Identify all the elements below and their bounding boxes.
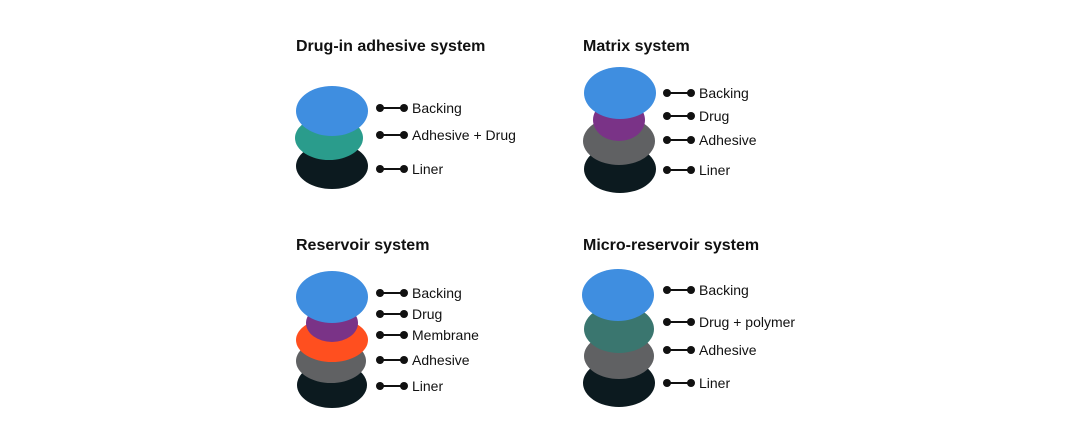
panel-micro-reservoir: Micro-reservoir system Backing Drug + po… (582, 237, 863, 412)
connector-icon (376, 381, 408, 391)
connector-icon (663, 111, 695, 121)
layer-backing (296, 271, 368, 323)
layer-label: Backing (699, 85, 749, 101)
layer-label: Drug (412, 306, 443, 322)
layer-label: Adhesive + Drug (412, 127, 516, 143)
connector-icon (376, 130, 408, 140)
panel-title: Matrix system (583, 38, 690, 55)
connector-icon (376, 288, 408, 298)
panel-title: Micro-reservoir system (583, 237, 760, 254)
layer-stack (295, 86, 368, 189)
connector-icon (376, 164, 408, 174)
layer-label: Backing (412, 100, 462, 116)
connector-icon (663, 317, 695, 327)
layer-backing (296, 86, 368, 136)
layer-label: Adhesive (699, 342, 757, 358)
panel-title: Drug-in adhesive system (296, 38, 486, 55)
connector-icon (376, 330, 408, 340)
layer-label: Drug (699, 108, 730, 124)
connector-icon (376, 309, 408, 319)
connector-icon (663, 165, 695, 175)
layer-label: Backing (412, 285, 462, 301)
layer-stack (582, 269, 655, 407)
connector-icon (663, 135, 695, 145)
connector-icon (376, 103, 408, 113)
layer-label: Liner (699, 162, 731, 178)
connector-icon (663, 378, 695, 388)
layer-label: Adhesive (412, 352, 470, 368)
layer-label: Adhesive (699, 132, 757, 148)
layer-label: Liner (699, 375, 731, 391)
connector-icon (663, 88, 695, 98)
layer-label: Backing (699, 282, 749, 298)
connector-icon (663, 345, 695, 355)
panel-drug-in-adhesive: Drug-in adhesive system Backing Adhesive… (295, 38, 556, 198)
layer-label: Membrane (412, 327, 479, 343)
panel-reservoir: Reservoir system Backing Drug Membrane A… (296, 237, 556, 412)
layer-backing (584, 67, 656, 119)
layer-label: Liner (412, 378, 444, 394)
panel-title: Reservoir system (296, 237, 430, 254)
layer-backing (582, 269, 654, 321)
layer-label: Drug + polymer (699, 314, 796, 330)
connector-icon (663, 285, 695, 295)
panel-matrix: Matrix system Backing Drug Adhesive Line… (583, 38, 843, 203)
layer-stack (296, 271, 368, 408)
connector-icon (376, 355, 408, 365)
layer-stack (583, 67, 656, 193)
layer-label: Liner (412, 161, 444, 177)
